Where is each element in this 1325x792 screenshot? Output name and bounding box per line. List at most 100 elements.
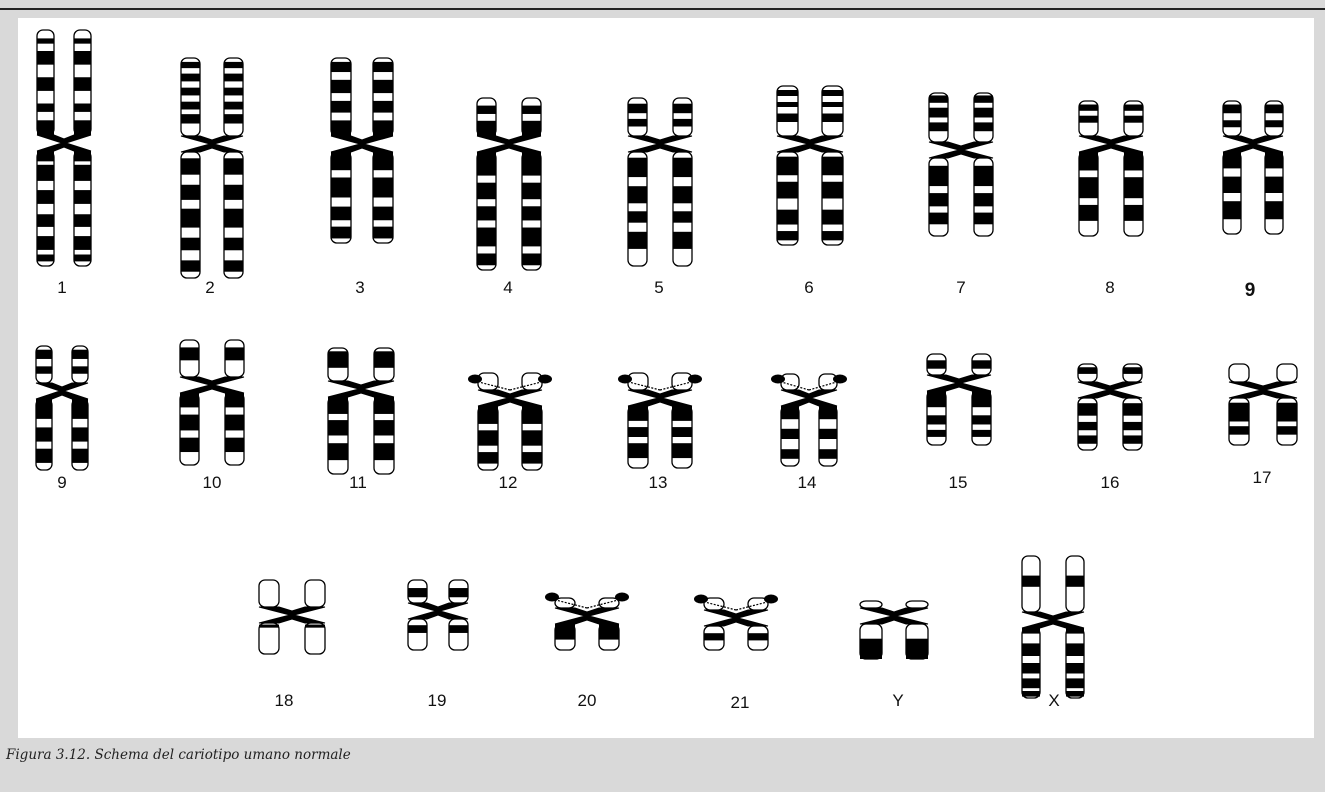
centromere bbox=[860, 608, 928, 624]
dark-band bbox=[331, 227, 351, 239]
dark-band bbox=[1079, 152, 1098, 170]
dark-band bbox=[819, 406, 837, 419]
dark-band bbox=[477, 121, 496, 136]
dark-band bbox=[972, 430, 991, 437]
dark-band bbox=[673, 211, 692, 222]
dark-band bbox=[331, 177, 351, 197]
dark-band bbox=[628, 406, 648, 421]
dark-band bbox=[1022, 691, 1040, 697]
dark-band bbox=[373, 207, 393, 221]
centromere bbox=[408, 603, 468, 619]
dark-band bbox=[781, 449, 799, 459]
dark-band bbox=[822, 90, 843, 96]
dark-band bbox=[374, 420, 394, 435]
dark-band bbox=[673, 119, 692, 127]
satellite bbox=[538, 375, 552, 384]
satellite bbox=[615, 593, 629, 602]
dark-band bbox=[478, 452, 498, 464]
dark-band bbox=[673, 232, 692, 249]
dark-band bbox=[74, 214, 91, 227]
p-arm-left bbox=[259, 580, 279, 607]
dark-band bbox=[1078, 403, 1097, 415]
p-arm-right bbox=[522, 373, 542, 390]
chromosome-17: 17 bbox=[1229, 364, 1297, 487]
dark-band bbox=[36, 427, 52, 441]
dark-band bbox=[331, 62, 351, 72]
dark-band bbox=[477, 253, 496, 265]
dark-band bbox=[74, 165, 91, 181]
dark-band bbox=[628, 104, 647, 114]
dark-band bbox=[224, 260, 243, 271]
dark-band bbox=[1022, 576, 1040, 587]
dark-band bbox=[1079, 177, 1098, 198]
dark-band bbox=[522, 430, 542, 445]
dark-band bbox=[522, 206, 541, 220]
chromosome-X: X bbox=[1022, 556, 1084, 710]
dark-band bbox=[374, 351, 394, 368]
dark-band bbox=[373, 62, 393, 72]
chromosome-5: 5 bbox=[628, 98, 692, 297]
chromosome-label-13: 13 bbox=[649, 473, 668, 492]
dark-band bbox=[822, 182, 843, 199]
centromere bbox=[328, 381, 394, 397]
dark-band bbox=[224, 238, 243, 251]
dark-band bbox=[704, 633, 724, 640]
dark-band bbox=[180, 438, 199, 452]
dark-band bbox=[224, 74, 243, 82]
dark-band bbox=[72, 366, 88, 373]
chromosome-label-20: 20 bbox=[578, 691, 597, 710]
dark-band bbox=[72, 399, 88, 419]
dark-band bbox=[37, 104, 54, 112]
chromosome-Y: Y bbox=[860, 601, 928, 710]
dark-band bbox=[1265, 105, 1283, 114]
dark-band bbox=[181, 158, 200, 174]
dark-band bbox=[822, 210, 843, 225]
chromosome-label-21: 21 bbox=[731, 693, 750, 712]
dark-band bbox=[331, 101, 351, 113]
dark-band bbox=[477, 183, 496, 200]
chromosome-label-12: 12 bbox=[499, 473, 518, 492]
chromosome-14: 14 bbox=[771, 374, 847, 492]
dark-band bbox=[522, 406, 542, 424]
dark-band bbox=[74, 190, 91, 204]
chromosome-8: 8 bbox=[1079, 101, 1143, 297]
dark-band bbox=[180, 393, 199, 407]
dark-band bbox=[224, 209, 243, 228]
dark-band bbox=[1022, 628, 1040, 634]
dark-band bbox=[673, 186, 692, 203]
dark-band bbox=[1078, 422, 1097, 430]
dark-band bbox=[929, 213, 948, 225]
dark-band bbox=[748, 633, 768, 640]
dark-band bbox=[822, 114, 843, 123]
dark-band bbox=[819, 429, 837, 439]
figure-caption: Figura 3.12. Schema del cariotipo umano … bbox=[6, 747, 351, 763]
dark-band bbox=[673, 104, 692, 114]
dark-band bbox=[628, 186, 647, 203]
dark-band bbox=[37, 151, 54, 161]
dark-band bbox=[1079, 205, 1098, 221]
dark-band bbox=[74, 51, 91, 65]
dark-band bbox=[1079, 116, 1098, 123]
dark-band bbox=[777, 182, 798, 199]
dark-band bbox=[1123, 367, 1142, 374]
dark-band bbox=[328, 351, 348, 368]
centromere bbox=[259, 607, 325, 623]
dark-band bbox=[974, 108, 993, 118]
centromere bbox=[781, 390, 837, 406]
dark-band bbox=[777, 90, 798, 96]
dark-band bbox=[477, 206, 496, 220]
dark-band bbox=[777, 231, 798, 240]
chromosome-11: 11 bbox=[328, 348, 394, 492]
satellite bbox=[468, 375, 482, 384]
dark-band bbox=[1277, 426, 1297, 434]
p-arm-left bbox=[628, 373, 648, 390]
chromosome-label-15: 15 bbox=[949, 473, 968, 492]
dark-band bbox=[974, 95, 993, 102]
dark-band bbox=[1066, 628, 1084, 634]
dark-band bbox=[628, 232, 647, 249]
dark-band bbox=[672, 406, 692, 421]
dark-band bbox=[36, 350, 52, 359]
chromosome-20: 20 bbox=[545, 593, 629, 711]
dark-band bbox=[974, 213, 993, 225]
dark-band bbox=[777, 210, 798, 225]
